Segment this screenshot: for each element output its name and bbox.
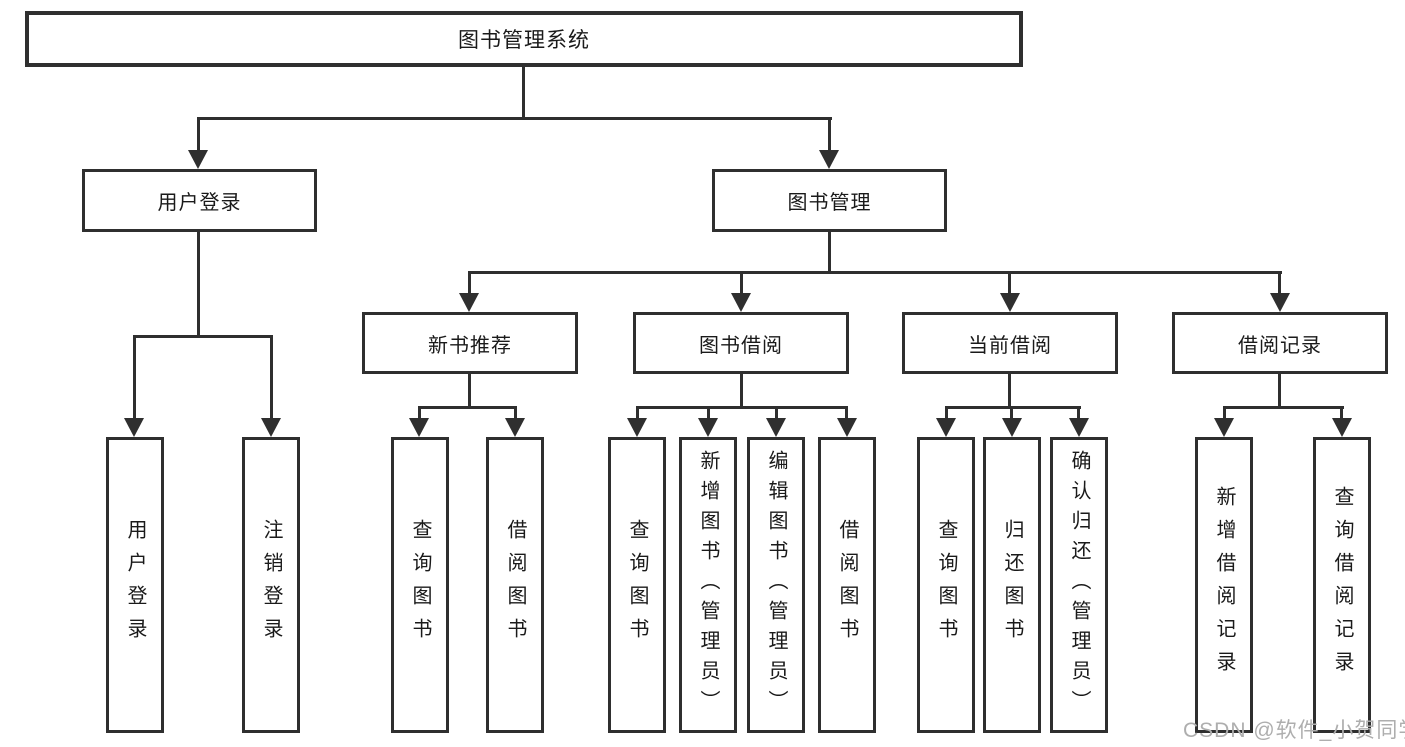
node-borrow-records: 借阅记录 (1172, 312, 1388, 374)
connector-drop-leaf (1340, 406, 1343, 421)
arrow-down-icon (1270, 293, 1290, 312)
node-borrow-records-label: 借阅记录 (1238, 334, 1322, 357)
arrow-down-icon (124, 418, 144, 437)
node-current-borrow: 当前借阅 (902, 312, 1118, 374)
node-book-management: 图书管理 (712, 169, 947, 232)
connector-drop-leaf (636, 406, 639, 421)
node-book-borrow: 图书借阅 (633, 312, 849, 374)
connector-drop-leaf (270, 335, 273, 421)
connector-book-management-stub (828, 232, 831, 274)
leaf-edit-books-admin-label: 编辑图书（管理员） (765, 450, 787, 720)
arrow-down-icon (1332, 418, 1352, 437)
connector-drop-book-management (828, 117, 831, 151)
leaf-user-login-label: 用户登录 (124, 519, 146, 651)
leaf-query-books-current: 查询图书 (917, 437, 975, 733)
leaf-borrow-books-recommend: 借阅图书 (486, 437, 544, 733)
connector-drop-new-book (468, 271, 471, 297)
connector-drop-leaf (775, 406, 778, 421)
arrow-down-icon (1000, 293, 1020, 312)
connector-root-stub (522, 67, 525, 120)
leaf-query-borrow-record: 查询借阅记录 (1313, 437, 1371, 733)
arrow-down-icon (936, 418, 956, 437)
connector-drop-user-login (197, 117, 200, 151)
node-library-system-label: 图书管理系统 (458, 29, 590, 52)
connector-drop-current-borrow (1008, 271, 1011, 297)
connector-drop-leaf (418, 406, 421, 421)
leaf-logout: 注销登录 (242, 437, 300, 733)
connector-new-book-stub (468, 374, 471, 409)
connector-current-borrow-rail (945, 406, 1081, 409)
node-book-management-label: 图书管理 (787, 192, 872, 214)
arrow-down-icon (837, 418, 857, 437)
connector-drop-leaf (945, 406, 948, 421)
connector-current-borrow-stub (1008, 374, 1011, 409)
connector-drop-leaf (1077, 406, 1080, 421)
leaf-query-books-recommend: 查询图书 (391, 437, 449, 733)
arrow-down-icon (409, 418, 429, 437)
leaf-add-books-admin: 新增图书（管理员） (679, 437, 737, 733)
node-current-borrow-label: 当前借阅 (968, 334, 1052, 357)
arrow-down-icon (505, 418, 525, 437)
arrow-down-icon (1002, 418, 1022, 437)
leaf-return-books: 归还图书 (983, 437, 1041, 733)
leaf-return-books-label: 归还图书 (1001, 519, 1023, 651)
leaf-borrow-books: 借阅图书 (818, 437, 876, 733)
arrow-down-icon (1214, 418, 1234, 437)
connector-drop-leaf (845, 406, 848, 421)
leaf-confirm-return-admin: 确认归还（管理员） (1050, 437, 1108, 733)
connector-borrow-records-rail (1223, 406, 1344, 409)
arrow-down-icon (766, 418, 786, 437)
node-new-book-recommend-label: 新书推荐 (428, 334, 512, 357)
arrow-down-icon (459, 293, 479, 312)
connector-drop-leaf (707, 406, 710, 421)
connector-drop-leaf (514, 406, 517, 421)
connector-level3-rail (468, 271, 1282, 274)
connector-drop-borrow-records (1278, 271, 1281, 297)
connector-borrow-records-stub (1278, 374, 1281, 409)
arrow-down-icon (819, 150, 839, 169)
connector-drop-leaf (133, 335, 136, 421)
connector-drop-leaf (1010, 406, 1013, 421)
connector-book-borrow-rail (636, 406, 848, 409)
leaf-confirm-return-admin-label: 确认归还（管理员） (1068, 450, 1090, 720)
arrow-down-icon (1069, 418, 1089, 437)
leaf-query-books-borrow-label: 查询图书 (626, 519, 648, 651)
leaf-add-books-admin-label: 新增图书（管理员） (697, 450, 719, 720)
leaf-logout-label: 注销登录 (260, 519, 282, 651)
node-book-borrow-label: 图书借阅 (699, 334, 783, 357)
leaf-user-login: 用户登录 (106, 437, 164, 733)
arrow-down-icon (261, 418, 281, 437)
leaf-borrow-books-recommend-label: 借阅图书 (504, 519, 526, 651)
csdn-watermark: CSDN @软件_小贺同学 (1183, 719, 1405, 742)
node-user-login-label: 用户登录 (157, 192, 242, 214)
leaf-query-books-borrow: 查询图书 (608, 437, 666, 733)
arrow-down-icon (731, 293, 751, 312)
node-library-system: 图书管理系统 (25, 11, 1023, 67)
leaf-edit-books-admin: 编辑图书（管理员） (747, 437, 805, 733)
node-new-book-recommend: 新书推荐 (362, 312, 578, 374)
leaf-query-books-current-label: 查询图书 (935, 519, 957, 651)
connector-user-login-stub (197, 232, 200, 338)
leaf-add-borrow-record: 新增借阅记录 (1195, 437, 1253, 733)
connector-user-login-rail (133, 335, 273, 338)
arrow-down-icon (698, 418, 718, 437)
leaf-query-books-recommend-label: 查询图书 (409, 519, 431, 651)
arrow-down-icon (188, 150, 208, 169)
connector-drop-book-borrow (740, 271, 743, 297)
connector-level1-rail (197, 117, 832, 120)
leaf-query-borrow-record-label: 查询借阅记录 (1331, 486, 1353, 684)
node-user-login: 用户登录 (82, 169, 317, 232)
connector-drop-leaf (1223, 406, 1226, 421)
leaf-borrow-books-label: 借阅图书 (836, 519, 858, 651)
connector-book-borrow-stub (740, 374, 743, 409)
arrow-down-icon (627, 418, 647, 437)
connector-new-book-rail (418, 406, 517, 409)
leaf-add-borrow-record-label: 新增借阅记录 (1213, 486, 1235, 684)
